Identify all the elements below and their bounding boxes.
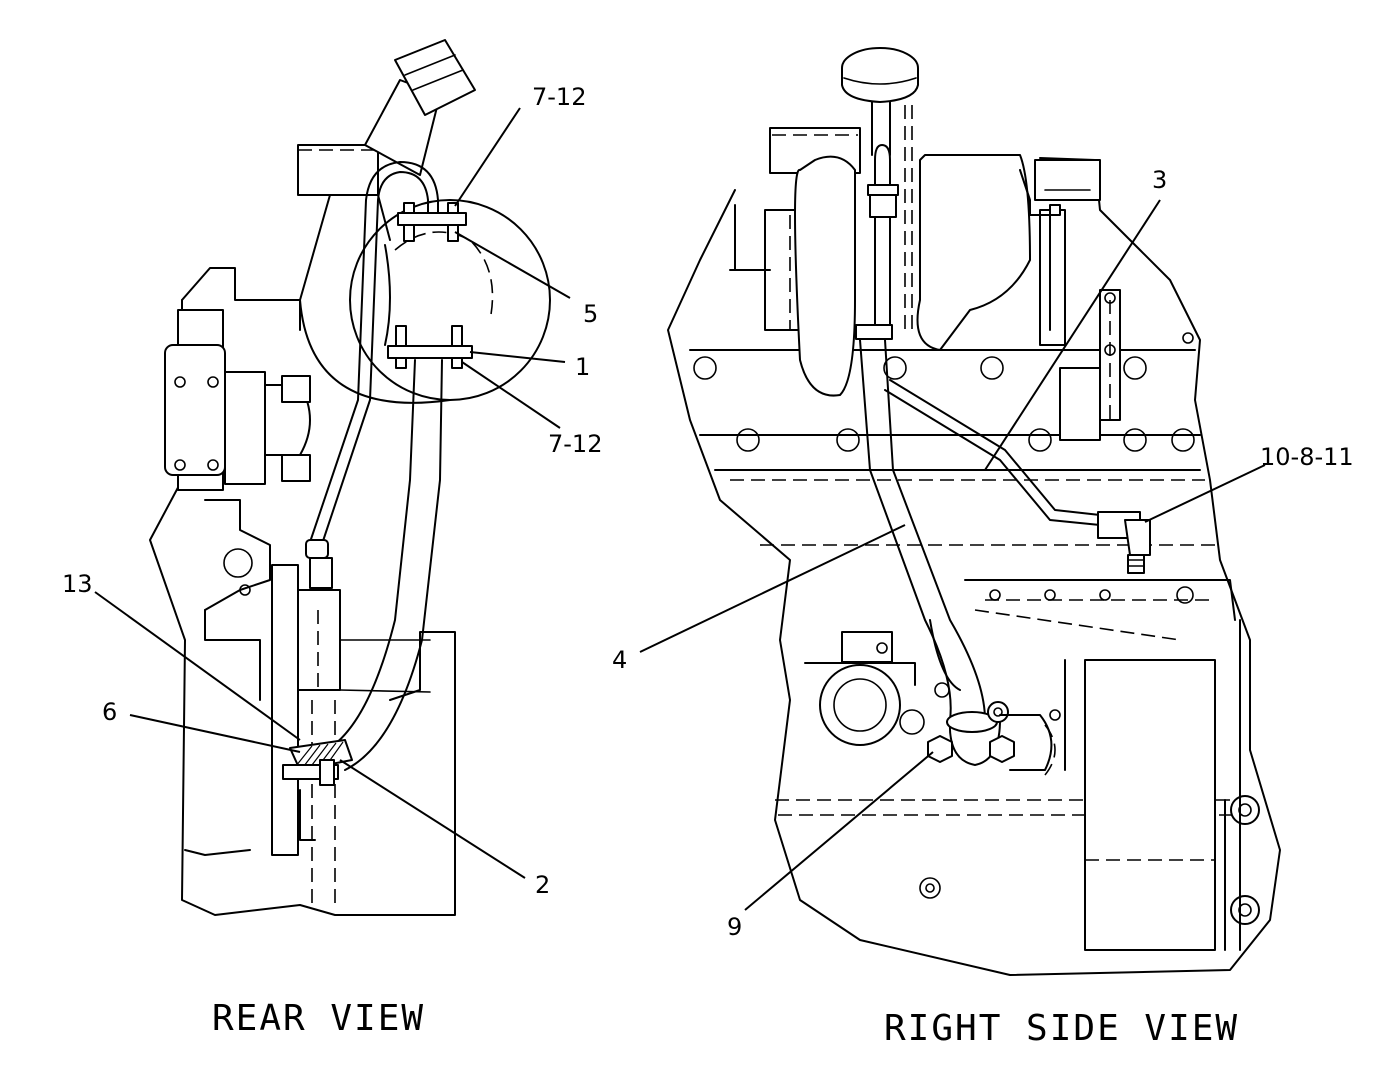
rear-view-caption: REAR VIEW — [212, 998, 425, 1039]
callout-4: 4 — [612, 646, 627, 674]
callout-6: 6 — [102, 698, 117, 726]
right-side-view-drawing — [667, 47, 1281, 976]
callout-10-8-11: 10-8-11 — [1260, 443, 1354, 471]
callout-3: 3 — [1152, 166, 1167, 194]
callout-1: 1 — [575, 353, 590, 381]
right-side-view-leaders — [639, 199, 1266, 911]
callout-5: 5 — [583, 300, 598, 328]
right-side-view-caption: RIGHT SIDE VIEW — [884, 1008, 1239, 1049]
callout-13: 13 — [62, 570, 93, 598]
rear-view-leaders — [94, 107, 571, 879]
callout-7-12-top: 7-12 — [532, 83, 586, 111]
callout-2: 2 — [535, 871, 550, 899]
rear-view-drawing — [149, 39, 551, 916]
callout-7-12-bottom: 7-12 — [548, 430, 602, 458]
callout-9: 9 — [727, 913, 742, 941]
